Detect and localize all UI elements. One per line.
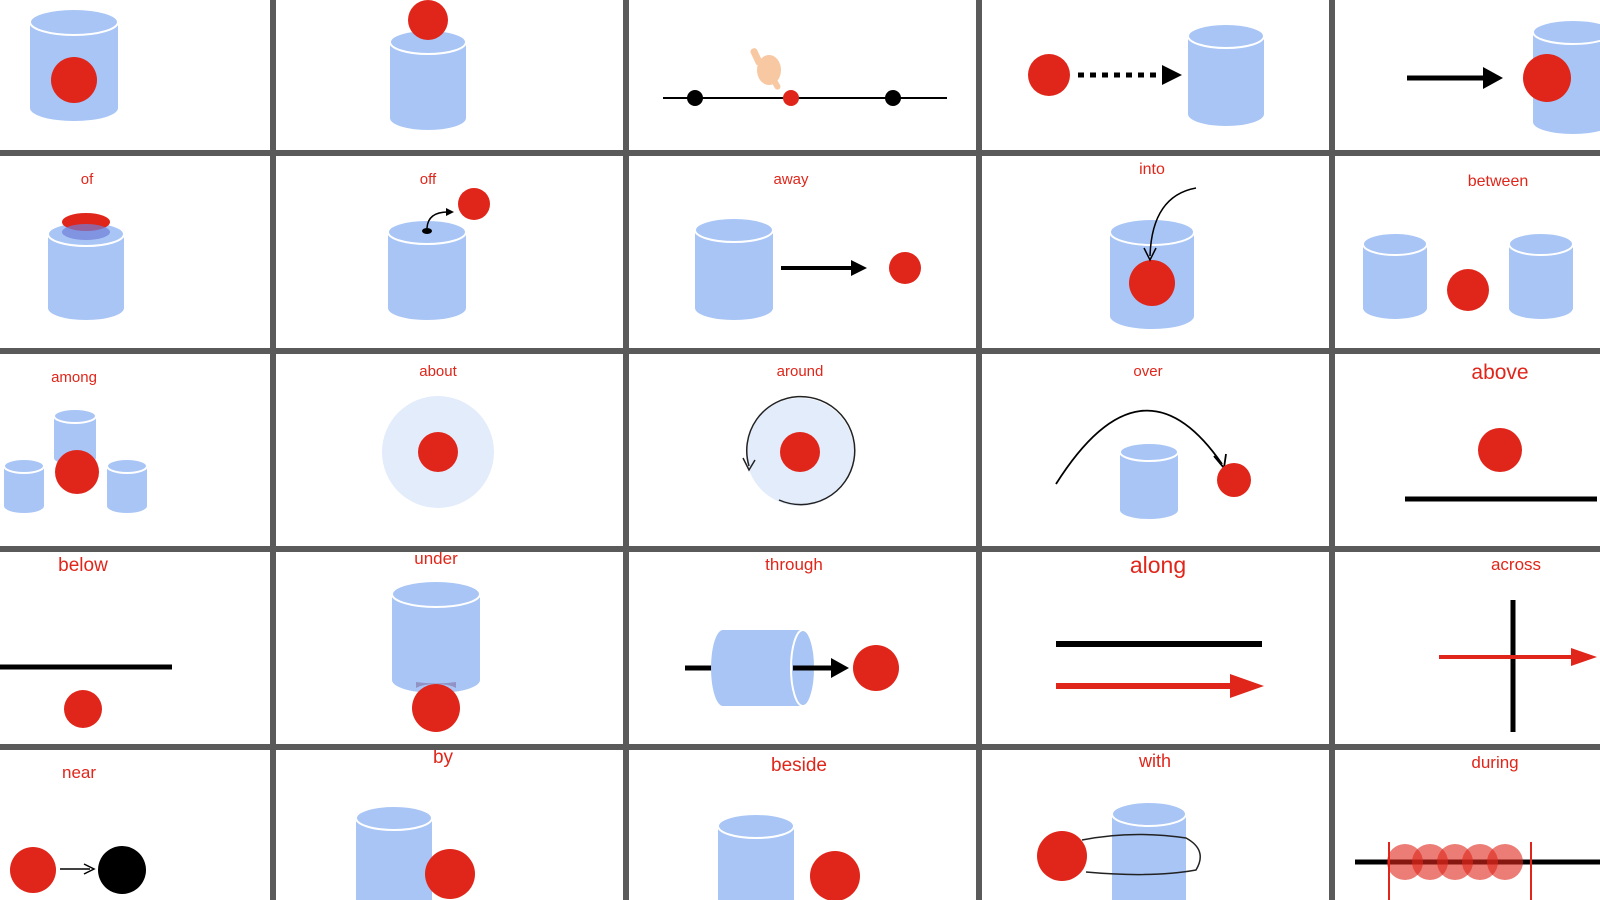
label-of: of xyxy=(80,171,94,188)
label-with: with xyxy=(1138,751,1172,771)
red-ball-icon xyxy=(55,450,99,494)
label-among: among xyxy=(51,369,97,386)
red-ball-icon xyxy=(1217,463,1251,497)
cell-to xyxy=(982,0,1329,150)
across-illustration xyxy=(1439,600,1597,732)
red-ball-icon xyxy=(1129,260,1175,306)
cell-with: with xyxy=(982,750,1329,900)
cell-along: along xyxy=(982,552,1329,744)
red-ball-icon xyxy=(853,645,899,691)
cell-of: of xyxy=(0,156,270,348)
red-balls-sequence-icon xyxy=(1387,844,1523,880)
red-ball-icon xyxy=(51,57,97,103)
red-ball-icon xyxy=(408,0,448,40)
cell-in xyxy=(0,0,270,150)
cell-toward xyxy=(1335,0,1600,150)
cell-near: near xyxy=(0,750,270,900)
between-illustration xyxy=(1362,232,1574,319)
cell-through: through xyxy=(629,552,976,744)
into-illustration xyxy=(1109,187,1197,329)
along-illustration xyxy=(1056,641,1264,698)
red-ball-icon xyxy=(425,849,475,899)
in-illustration xyxy=(29,8,119,121)
below-illustration xyxy=(0,664,172,728)
at-illustration xyxy=(663,48,947,106)
toward-illustration xyxy=(1407,19,1600,134)
red-ball-icon xyxy=(810,851,860,900)
through-illustration xyxy=(685,629,899,707)
label-near: near xyxy=(61,763,97,782)
red-ball-icon xyxy=(412,684,460,732)
cell-beside: beside xyxy=(629,750,976,900)
near-illustration xyxy=(10,846,146,894)
above-illustration xyxy=(1405,428,1597,502)
label-beside: beside xyxy=(771,755,827,776)
red-ball-icon xyxy=(1028,54,1070,96)
label-through: through xyxy=(765,555,823,574)
red-ball-icon xyxy=(1447,269,1489,311)
label-around: around xyxy=(776,363,824,380)
away-illustration xyxy=(694,217,921,320)
label-across: across xyxy=(1490,555,1542,574)
beside-illustration xyxy=(717,813,860,900)
cell-below: below xyxy=(0,552,270,744)
red-ball-icon xyxy=(10,847,56,893)
of-illustration xyxy=(47,213,125,320)
red-ball-icon xyxy=(418,432,458,472)
label-during: during xyxy=(1471,753,1519,772)
label-into: into xyxy=(1139,161,1165,178)
label-by: by xyxy=(432,750,454,768)
label-above: above xyxy=(1471,361,1529,384)
red-ball-icon xyxy=(889,252,921,284)
red-ball-icon xyxy=(458,188,490,220)
cell-over: over xyxy=(982,354,1329,546)
cell-under: under xyxy=(276,552,623,744)
label-below: below xyxy=(58,555,108,576)
about-illustration xyxy=(382,396,494,508)
cell-about: about xyxy=(276,354,623,546)
red-ball-icon xyxy=(64,690,102,728)
red-ball-icon xyxy=(1037,831,1087,881)
red-ball-icon xyxy=(1523,54,1571,102)
label-over: over xyxy=(1133,363,1163,380)
cell-into: into xyxy=(982,156,1329,348)
cell-between: between xyxy=(1335,156,1600,348)
cell-off: off xyxy=(276,156,623,348)
cell-above: above xyxy=(1335,354,1600,546)
over-illustration xyxy=(1055,409,1251,519)
under-illustration xyxy=(391,580,481,732)
red-ball-icon xyxy=(783,90,799,106)
pointing-hand-icon xyxy=(750,48,781,90)
cell-on xyxy=(276,0,623,150)
label-between: between xyxy=(1467,173,1529,190)
cell-during: during xyxy=(1335,750,1600,900)
to-illustration xyxy=(1028,23,1265,126)
during-illustration xyxy=(1355,842,1600,900)
label-along: along xyxy=(1129,552,1187,578)
cell-at xyxy=(629,0,976,150)
by-illustration xyxy=(355,805,475,900)
cell-around: around xyxy=(629,354,976,546)
label-away: away xyxy=(773,171,809,188)
red-ball-icon xyxy=(780,432,820,472)
cell-among: among xyxy=(0,354,270,546)
red-ball-icon xyxy=(1478,428,1522,472)
label-under: under xyxy=(414,552,458,568)
cell-away: away xyxy=(629,156,976,348)
with-illustration xyxy=(1037,801,1201,900)
off-illustration xyxy=(387,188,490,320)
around-illustration xyxy=(742,395,856,506)
label-off: off xyxy=(419,171,437,188)
among-illustration xyxy=(3,408,148,513)
on-illustration xyxy=(389,0,467,130)
cell-across: across xyxy=(1335,552,1600,744)
label-about: about xyxy=(419,363,457,380)
cell-by: by xyxy=(276,750,623,900)
black-ball-icon xyxy=(98,846,146,894)
